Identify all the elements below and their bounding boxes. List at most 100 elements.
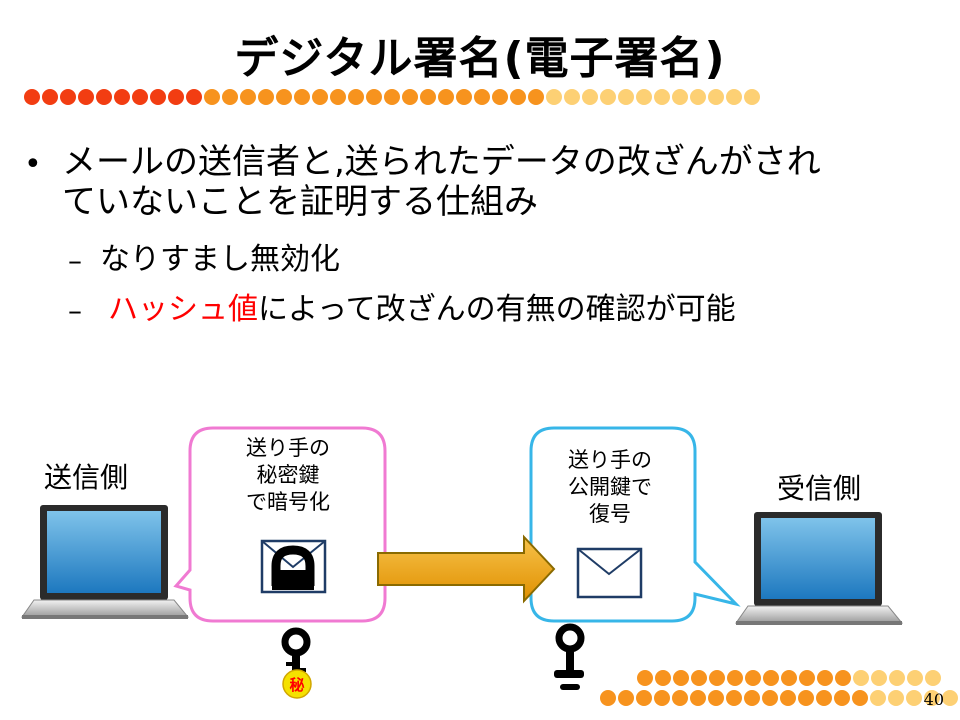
right-bubble-line-2: 公開鍵で [568, 475, 652, 499]
main-bullet-line-1: メールの送信者と,送られたデータの改ざんがされ [62, 142, 821, 182]
decor-dot [637, 670, 653, 686]
decor-dot [799, 670, 815, 686]
sender-label: 送信側 [44, 461, 129, 494]
decor-dot [673, 670, 689, 686]
right-bubble-line-3: 復号 [589, 502, 631, 526]
decor-dot [600, 690, 616, 706]
decor-dot [871, 670, 887, 686]
decor-dot [708, 690, 724, 706]
decor-dot [60, 89, 76, 105]
receiver-laptop-icon [735, 512, 904, 625]
decor-dot [834, 690, 850, 706]
decor-dot [600, 89, 616, 105]
decor-dot [222, 89, 238, 105]
decor-dot [582, 89, 598, 105]
decor-dot [726, 89, 742, 105]
sender-laptop-icon [21, 505, 190, 619]
decor-dot [708, 89, 724, 105]
top-dot-divider [24, 89, 760, 105]
public-key-icon [554, 623, 585, 690]
decor-dot [294, 89, 310, 105]
decor-dot [330, 89, 346, 105]
sub-bullet-dash-2: – [68, 294, 82, 327]
right-bubble-text: 送り手の 公開鍵で 復号 [530, 447, 690, 528]
decor-dot [78, 89, 94, 105]
decor-dot [816, 690, 832, 706]
decor-dot [618, 89, 634, 105]
decor-dot [745, 670, 761, 686]
bottom-dot-row-1 [637, 670, 941, 686]
decor-dot [672, 690, 688, 706]
decor-dot [204, 89, 220, 105]
bullet-marker: • [24, 147, 42, 182]
decor-dot [709, 670, 725, 686]
decor-dot [906, 690, 922, 706]
sub-bullet-2-text: によって改ざんの有無の確認が可能 [258, 292, 736, 327]
decor-dot [655, 670, 671, 686]
decor-dot [672, 89, 688, 105]
decor-dot [798, 690, 814, 706]
page-number: 40 [923, 690, 944, 709]
private-key-icon: 秘 [281, 627, 312, 699]
decor-dot [654, 89, 670, 105]
decor-dot [420, 89, 436, 105]
sub-bullet-dash-1: – [68, 244, 82, 277]
decor-dot [907, 670, 923, 686]
decor-dot [762, 690, 778, 706]
slide-title: デジタル署名(電子署名) [234, 33, 726, 84]
decor-dot [240, 89, 256, 105]
decor-dot [763, 670, 779, 686]
decor-dot [636, 690, 652, 706]
decor-dot [510, 89, 526, 105]
decor-dot [870, 690, 886, 706]
decor-dot [456, 89, 472, 105]
receiver-label: 受信側 [777, 472, 862, 505]
decor-dot [690, 89, 706, 105]
decor-dot [924, 690, 940, 706]
left-bubble-text: 送り手の 秘密鍵 で暗号化 [208, 435, 368, 516]
decor-dot [348, 89, 364, 105]
decor-dot [132, 89, 148, 105]
decor-dot [744, 690, 760, 706]
decor-dot [438, 89, 454, 105]
decor-dot [942, 690, 958, 706]
decor-dot [817, 670, 833, 686]
decor-dot [168, 89, 184, 105]
locked-envelope-icon [260, 539, 327, 594]
decor-dot [654, 690, 670, 706]
decor-dot [853, 670, 869, 686]
right-arrow-icon [377, 534, 556, 604]
decor-dot [726, 690, 742, 706]
decor-dot [925, 670, 941, 686]
decor-dot [186, 89, 202, 105]
decor-dot [691, 670, 707, 686]
bottom-dot-row-2 [600, 690, 958, 706]
decor-dot [835, 670, 851, 686]
secret-mark: 秘 [289, 676, 304, 694]
envelope-icon [576, 547, 643, 599]
decor-dot [888, 690, 904, 706]
decor-dot [546, 89, 562, 105]
decor-dot [150, 89, 166, 105]
decor-dot [636, 89, 652, 105]
right-bubble-line-1: 送り手の [568, 448, 652, 472]
decor-dot [780, 690, 796, 706]
decor-dot [744, 89, 760, 105]
decor-dot [528, 89, 544, 105]
decor-dot [276, 89, 292, 105]
decor-dot [42, 89, 58, 105]
decor-dot [384, 89, 400, 105]
decor-dot [402, 89, 418, 105]
decor-dot [366, 89, 382, 105]
left-bubble-line-3: で暗号化 [246, 490, 330, 514]
main-bullet: メールの送信者と,送られたデータの改ざんがされ ていないことを証明する仕組み [62, 142, 952, 222]
decor-dot [564, 89, 580, 105]
decor-dot [690, 690, 706, 706]
decor-dot [781, 670, 797, 686]
left-bubble-line-2: 秘密鍵 [256, 463, 320, 487]
decor-dot [96, 89, 112, 105]
decor-dot [852, 690, 868, 706]
decor-dot [492, 89, 508, 105]
main-bullet-line-2: ていないことを証明する仕組み [62, 182, 538, 222]
